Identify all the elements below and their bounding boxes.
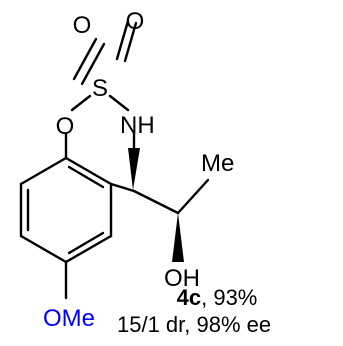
sulfonyl-double-bonds <box>72 19 138 86</box>
wedge-bond-c4-n <box>128 148 140 190</box>
sulfur-label: S <box>92 75 108 102</box>
compound-id: 4c <box>177 285 201 310</box>
ring-oxygen-label: O <box>56 113 75 140</box>
selectivity-caption: 15/1 dr, 98% ee <box>117 312 271 337</box>
benzene-ring-bonds <box>19 156 113 264</box>
hydroxyl-label: OH <box>164 265 200 292</box>
nh-label: NH <box>120 112 155 139</box>
oxo-top-right-label: O <box>126 8 145 35</box>
compound-yield: , 93% <box>201 285 257 310</box>
methoxy-label: OMe <box>43 305 95 332</box>
oxo-top-left-label: O <box>73 12 92 39</box>
compound-caption: 4c, 93% <box>177 285 258 310</box>
wedge-bond-c-oh <box>172 213 184 262</box>
methyl-label: Me <box>201 150 234 177</box>
side-chain-bonds <box>64 178 210 300</box>
heterocycle-bonds <box>64 94 136 160</box>
